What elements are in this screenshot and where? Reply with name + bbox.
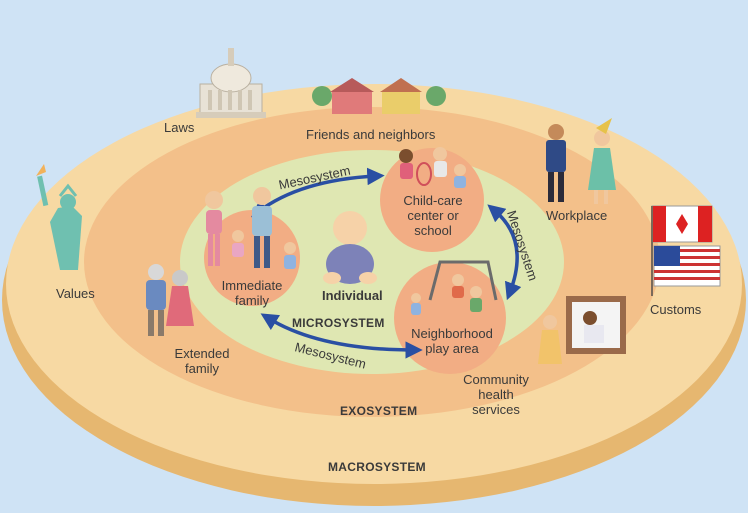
immediate-family-label: Immediate family: [218, 278, 286, 308]
individual-child-figure: [323, 211, 377, 284]
statue-of-liberty-icon: [36, 164, 82, 270]
macrosystem-label: MACROSYSTEM: [328, 460, 426, 474]
immediate-family-circle: [204, 210, 300, 306]
neighborhood-label: Neighborhood play area: [404, 326, 500, 356]
extended-family-label: Extended family: [172, 346, 232, 376]
childcare-line1: Child-care: [403, 193, 463, 208]
customs-label: Customs: [650, 302, 702, 317]
values-label: Values: [56, 286, 95, 301]
mesosystem-arrow-right: [487, 204, 522, 301]
friends-neighbors-label: Friends and neighbors: [306, 127, 436, 142]
childcare-line2: center or: [407, 208, 459, 223]
community-line3: services: [472, 402, 520, 417]
community-health-figures: [538, 296, 626, 364]
workplace-label: Workplace: [546, 208, 608, 223]
mesosystem-arrow-top: [251, 167, 385, 218]
playground-swing: [411, 260, 498, 315]
neighborhood-houses-icon: [312, 78, 446, 114]
extended-family-figures: [146, 264, 194, 336]
neighborhood-line2: play area: [425, 341, 479, 356]
mesosystem-arrow-bottom: [260, 313, 423, 359]
flags-icon: [651, 205, 721, 296]
exosystem-label: EXOSYSTEM: [340, 404, 418, 418]
extended-family-line1: Extended: [174, 346, 230, 361]
extended-family-line2: family: [185, 361, 219, 376]
neighborhood-circle: [394, 262, 506, 374]
individual-label: Individual: [322, 288, 383, 303]
capitol-building-icon: [196, 48, 266, 118]
neighborhood-line1: Neighborhood: [411, 326, 493, 341]
community-line1: Community: [463, 372, 529, 387]
childcare-children-figures: [399, 147, 466, 188]
workplace-figures: [546, 118, 616, 204]
microsystem-label: MICROSYSTEM: [292, 316, 385, 330]
community-health-label: Community health services: [456, 372, 536, 417]
childcare-label: Child-care center or school: [396, 193, 470, 238]
immediate-line2: family: [235, 293, 269, 308]
immediate-line1: Immediate: [221, 278, 283, 293]
laws-label: Laws: [164, 120, 195, 135]
childcare-line3: school: [414, 223, 452, 238]
community-line2: health: [478, 387, 514, 402]
immediate-family-figures: [205, 187, 296, 269]
